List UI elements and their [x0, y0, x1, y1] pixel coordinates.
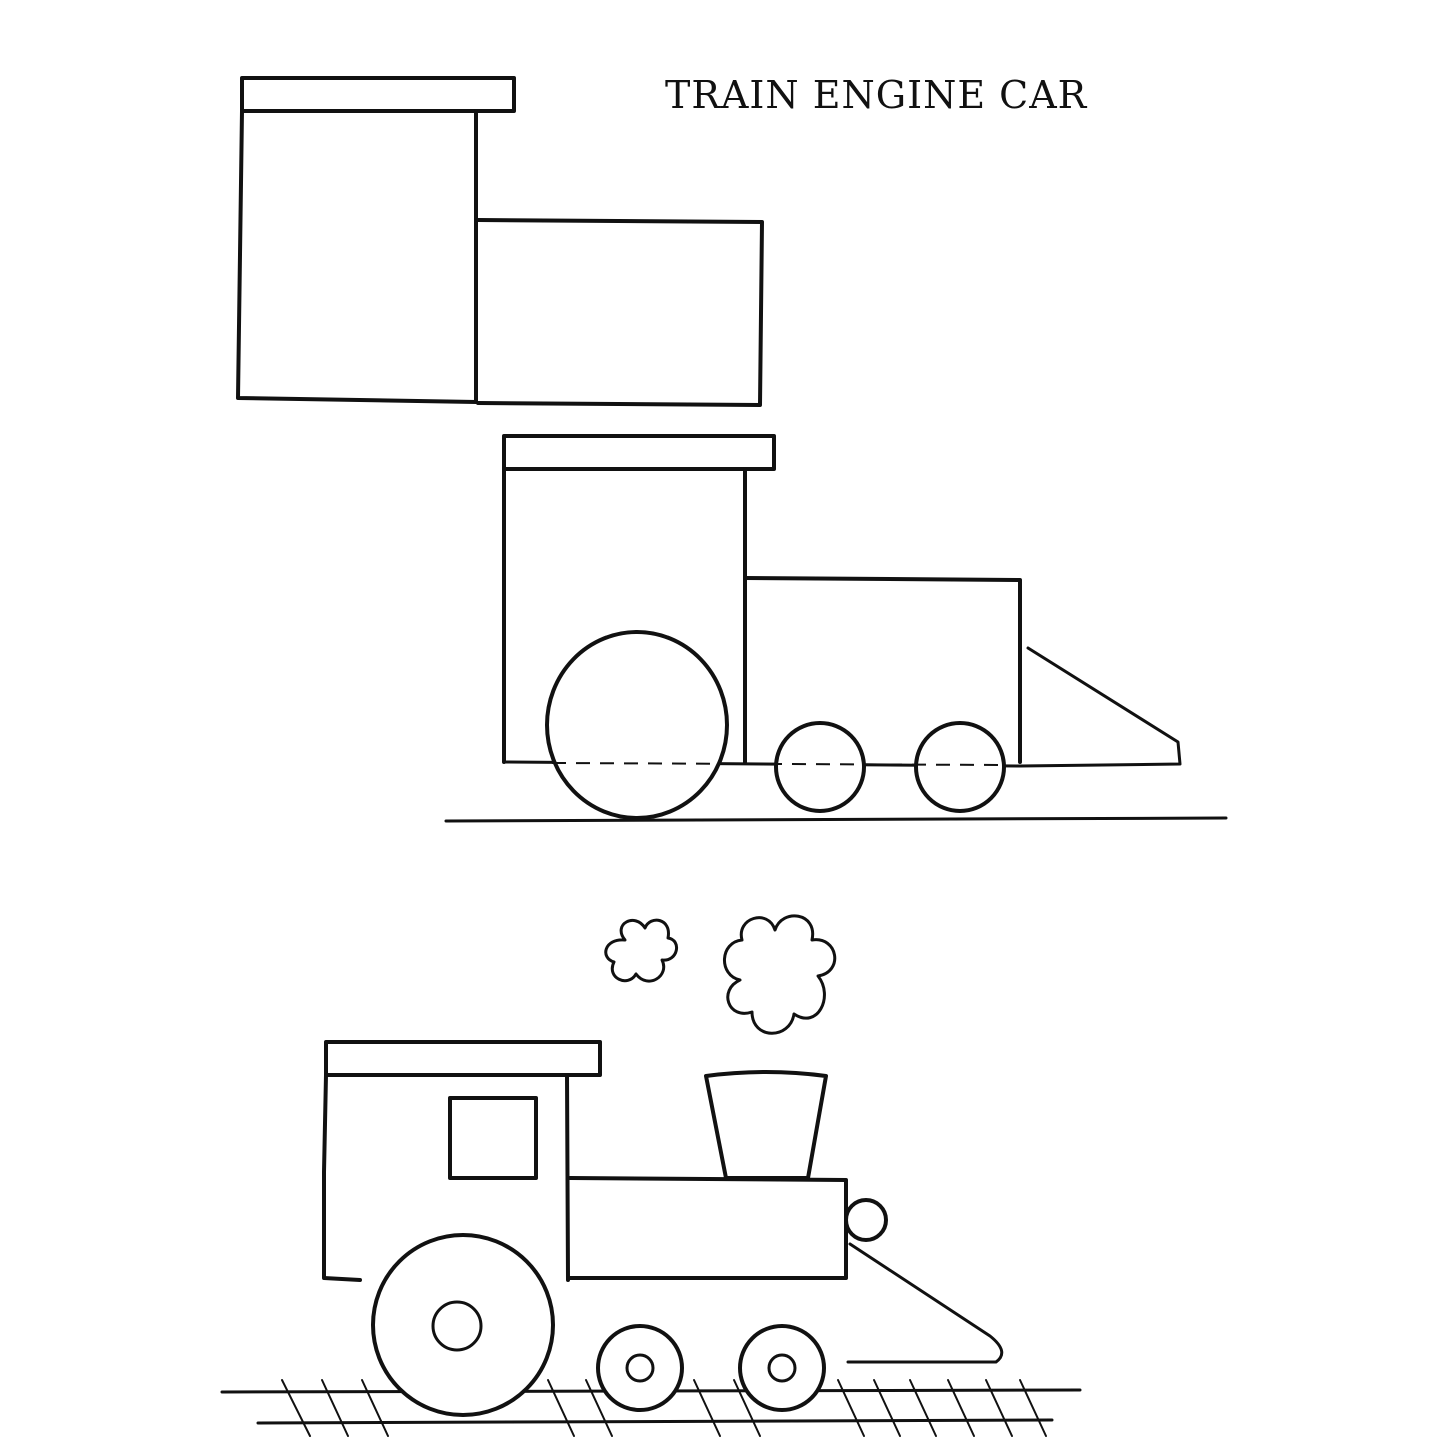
boiler-block	[743, 576, 1022, 764]
step-2-drawing	[444, 434, 1228, 823]
boiler-block	[566, 1176, 848, 1280]
cowcatcher	[846, 1242, 1004, 1364]
ground-line	[444, 816, 1228, 823]
boiler-block	[476, 218, 764, 407]
smoke-puff-large	[723, 914, 837, 1035]
small-wheel-rear	[738, 1324, 826, 1412]
step-3-drawing	[220, 914, 1082, 1437]
page-title: TRAIN ENGINE CAR	[665, 73, 1088, 117]
small-wheel-front	[596, 1324, 684, 1412]
smokestack	[704, 1070, 828, 1180]
cab-roof	[240, 76, 516, 113]
axle-guide-line	[551, 762, 1005, 766]
small-wheel-rear	[914, 721, 1006, 813]
cab-roof	[324, 1040, 602, 1077]
small-wheel-front	[774, 721, 866, 813]
headlight	[844, 1198, 888, 1242]
cab-roof	[502, 434, 776, 471]
step-1-drawing	[236, 76, 764, 407]
cowcatcher	[1018, 646, 1182, 768]
cab-window	[448, 1096, 538, 1180]
cab-body	[322, 1073, 570, 1282]
large-wheel	[371, 1233, 555, 1417]
smoke-puff-small	[604, 918, 678, 983]
cab-body	[502, 467, 747, 764]
large-wheel	[545, 630, 729, 820]
cab-body	[236, 109, 478, 404]
